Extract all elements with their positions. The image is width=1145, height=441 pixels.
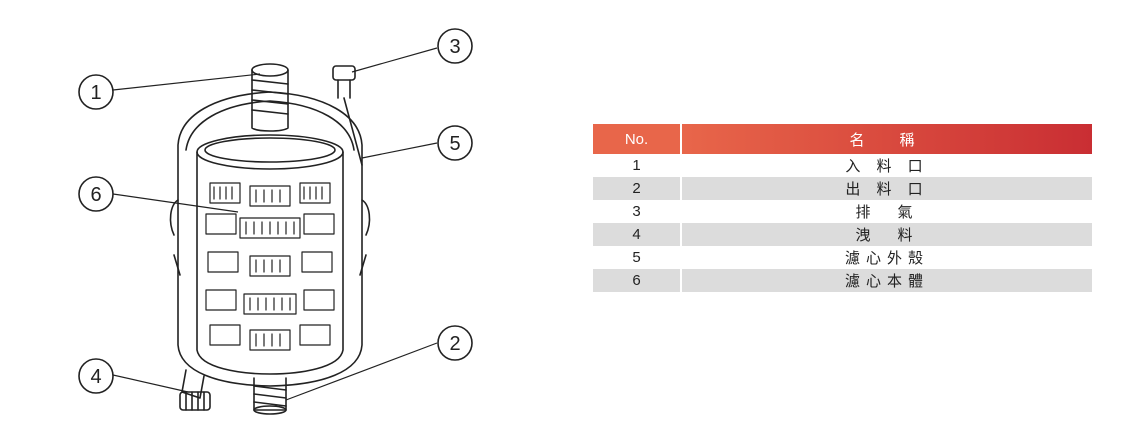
callout-circle-2 bbox=[437, 325, 473, 361]
filter-housing bbox=[169, 91, 371, 387]
table-header-row: No. 名 稱 bbox=[593, 124, 1092, 154]
callout-circle-3 bbox=[437, 28, 473, 64]
callout-label-4: 4 bbox=[90, 366, 101, 388]
row-name: 出 料 口 bbox=[681, 177, 1092, 200]
drain-plug bbox=[179, 369, 211, 411]
table-row: 2 出 料 口 bbox=[593, 177, 1092, 200]
leader-line-5 bbox=[361, 142, 438, 159]
row-no: 5 bbox=[593, 246, 682, 269]
parts-table: No. 名 稱 1 入 料 口 2 出 料 口 3 排 氣 4 洩 料 5 濾心… bbox=[593, 124, 1092, 292]
callout-label-1: 1 bbox=[90, 82, 101, 104]
row-no: 3 bbox=[593, 200, 682, 223]
cartridge-slots bbox=[205, 182, 335, 351]
callout-circle-4 bbox=[78, 358, 114, 394]
row-name: 濾心外殼 bbox=[844, 250, 929, 267]
table-row: 6 濾心本體 bbox=[593, 269, 1092, 292]
row-name: 排 氣 bbox=[855, 204, 919, 221]
leader-line-1 bbox=[112, 73, 261, 91]
header-no: No. bbox=[593, 124, 682, 154]
leader-line-2 bbox=[285, 342, 438, 401]
outlet-nozzle bbox=[253, 377, 287, 415]
callout-circle-6 bbox=[78, 176, 114, 212]
leader-line-6 bbox=[112, 193, 239, 213]
table-row: 1 入 料 口 bbox=[593, 154, 1092, 177]
vent-screw bbox=[332, 65, 363, 166]
row-name: 洩 料 bbox=[681, 223, 1092, 246]
callout-label-3: 3 bbox=[449, 36, 460, 58]
callout-label-5: 5 bbox=[449, 133, 460, 155]
row-no: 6 bbox=[593, 269, 682, 292]
row-no: 4 bbox=[593, 223, 682, 246]
row-name: 入 料 口 bbox=[845, 158, 929, 175]
table-row: 4 洩 料 bbox=[593, 223, 1092, 246]
leader-line-4 bbox=[112, 374, 189, 393]
table-row: 5 濾心外殼 bbox=[593, 246, 1092, 269]
callout-circle-5 bbox=[437, 125, 473, 161]
filter-cartridge bbox=[196, 134, 344, 375]
filter-diagram: 1 3 5 6 2 4 bbox=[78, 28, 473, 415]
table-row: 3 排 氣 bbox=[593, 200, 1092, 223]
row-name: 濾心本體 bbox=[681, 269, 1092, 292]
callout-label-6: 6 bbox=[90, 184, 101, 206]
callout-circle-1 bbox=[78, 74, 114, 110]
callout-label-2: 2 bbox=[449, 333, 460, 355]
header-name: 名 稱 bbox=[681, 124, 1092, 154]
row-no: 1 bbox=[593, 154, 682, 177]
row-no: 2 bbox=[593, 177, 682, 200]
leader-line-3 bbox=[351, 47, 438, 73]
inlet-nozzle bbox=[251, 63, 289, 132]
